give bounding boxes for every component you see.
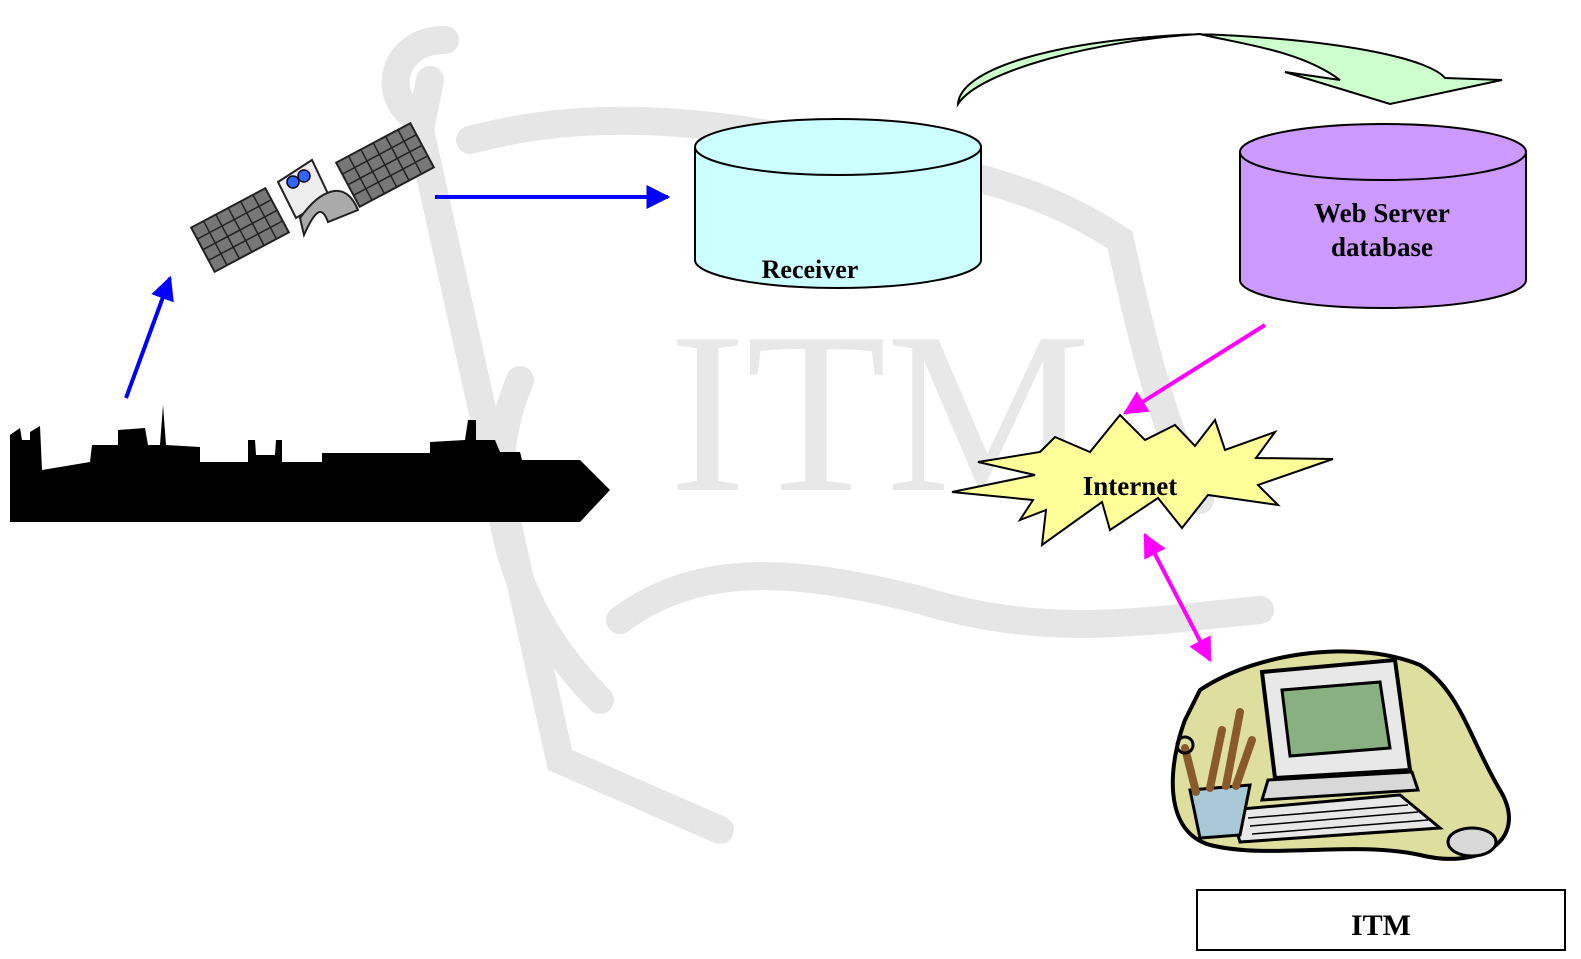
satellite-icon — [189, 121, 436, 274]
ship-to-satellite-arrow — [124, 275, 174, 399]
itm-caption-box: ITM — [1196, 889, 1566, 951]
web-server-label: Web Server database — [1262, 196, 1502, 264]
web-server-label-line2: database — [1330, 232, 1433, 262]
transfer-arrow — [956, 32, 1503, 108]
web-server-database — [1239, 123, 1527, 309]
ship-icon — [10, 405, 610, 522]
receiver-label: Receiver — [761, 255, 859, 284]
web-server-label-line1: Web Server — [1314, 198, 1450, 228]
receiver-database — [694, 118, 982, 289]
internet-label: Internet — [1082, 471, 1178, 501]
internet-to-computer-arrow — [1143, 532, 1212, 663]
internet-cloud-icon — [951, 413, 1334, 548]
watermark-text: ITM — [669, 285, 1091, 540]
itm-label: ITM — [1351, 909, 1411, 942]
webserver-to-internet-arrow — [1122, 323, 1267, 415]
computer-clipart-icon — [1170, 649, 1511, 861]
